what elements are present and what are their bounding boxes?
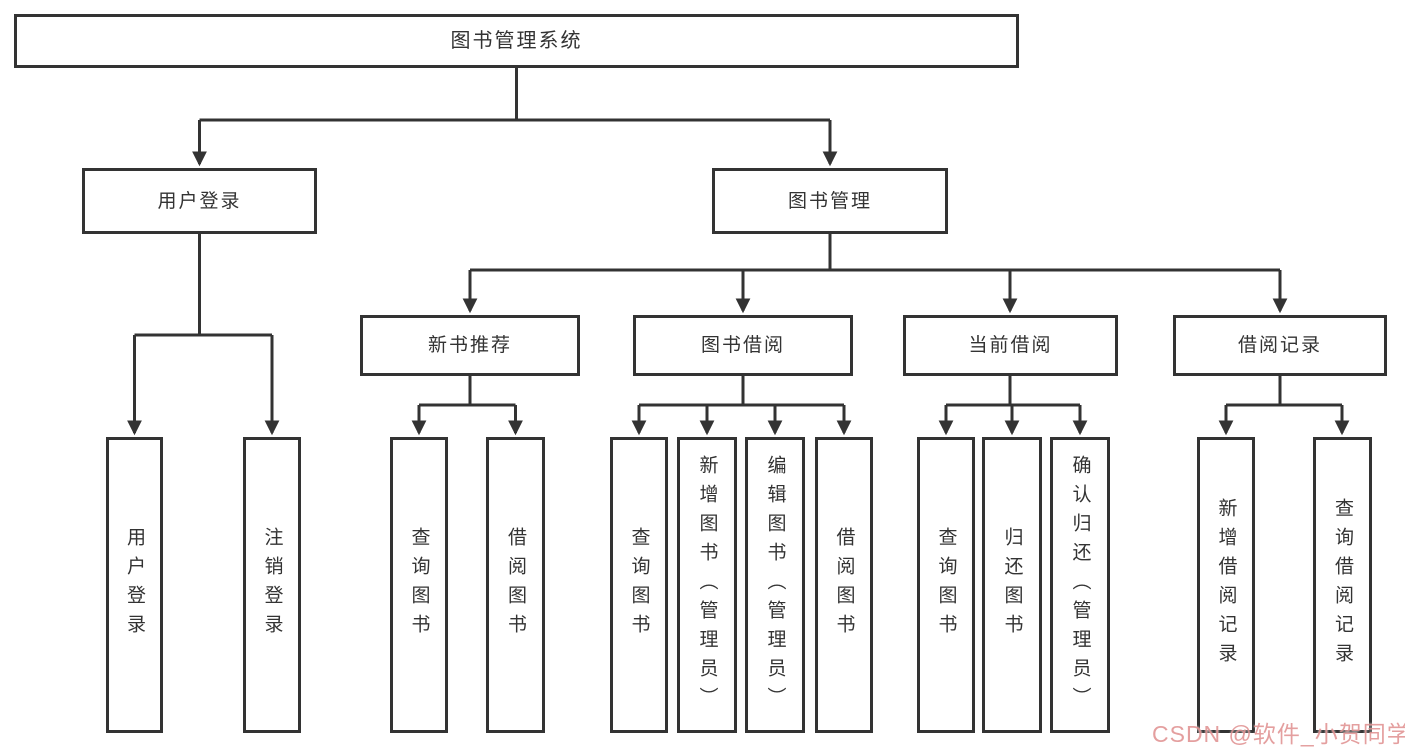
leaf-borrow-query-books: 查询图书 [610,437,668,733]
leaf-recommend-query-books: 查询图书 [390,437,448,733]
node-root-system: 图书管理系统 [14,14,1019,68]
leaf-recommend-borrow-books: 借阅图书 [486,437,545,733]
leaf-borrow-add-books-admin: 新增图书（管理员） [677,437,737,733]
node-user-login: 用户登录 [82,168,317,234]
leaf-borrow-edit-books-admin: 编辑图书（管理员） [745,437,805,733]
leaf-borrow-borrow-books: 借阅图书 [815,437,873,733]
csdn-watermark: CSDN @软件_小贺同学 [1152,721,1405,747]
node-borrow-records: 借阅记录 [1173,315,1387,376]
node-current-borrow: 当前借阅 [903,315,1118,376]
leaf-current-return-books: 归还图书 [982,437,1042,733]
leaf-current-query-books: 查询图书 [917,437,975,733]
node-new-book-recommend: 新书推荐 [360,315,580,376]
leaf-user-login: 用户登录 [106,437,163,733]
leaf-current-confirm-return-admin: 确认归还（管理员） [1050,437,1110,733]
node-book-management: 图书管理 [712,168,948,234]
node-book-borrow: 图书借阅 [633,315,853,376]
leaf-logout: 注销登录 [243,437,301,733]
leaf-records-add-record: 新增借阅记录 [1197,437,1255,733]
leaf-records-query-record: 查询借阅记录 [1313,437,1372,733]
